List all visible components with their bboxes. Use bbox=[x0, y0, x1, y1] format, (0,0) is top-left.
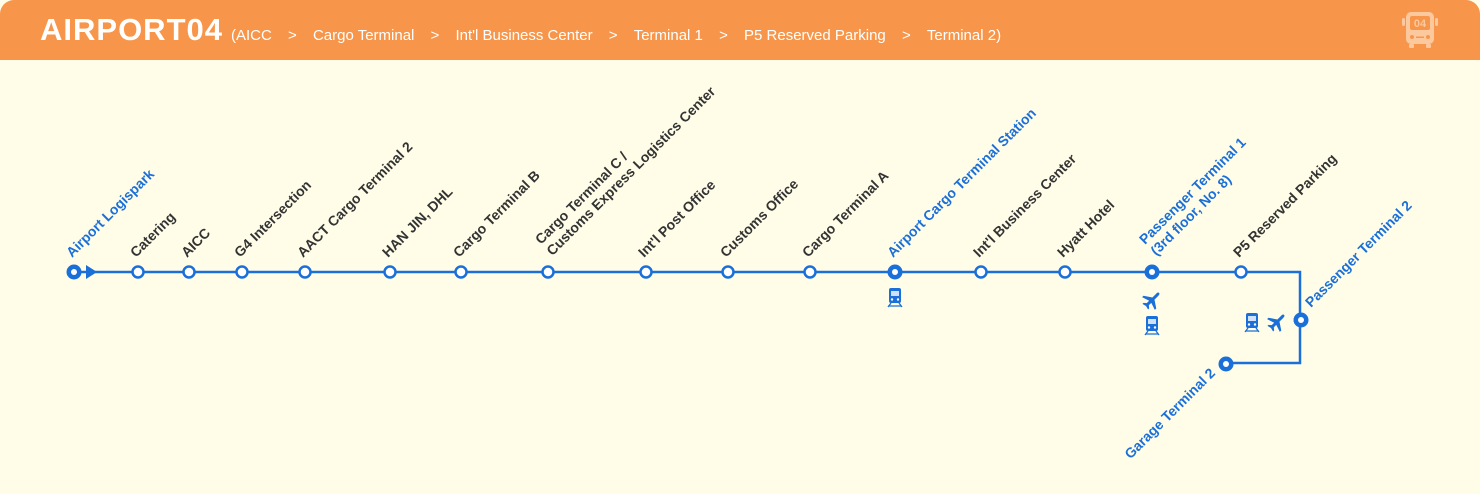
header-row: AIRPORT04 (AICC > Cargo Terminal > Int'l… bbox=[40, 11, 1001, 49]
station-label-line: Cargo Terminal A bbox=[799, 167, 892, 260]
station-label-line: AICC bbox=[178, 225, 214, 261]
station[interactable]: Hyatt Hotel bbox=[1054, 197, 1118, 279]
stop-marker[interactable] bbox=[1234, 265, 1248, 279]
bus-icon: 04 bbox=[1402, 12, 1438, 48]
station-label: P5 Reserved Parking bbox=[1230, 150, 1340, 260]
station-label-line: Customs Office bbox=[717, 175, 802, 260]
train-icon bbox=[1244, 313, 1260, 333]
station-label-line: Customs Express Logistics Center bbox=[543, 83, 719, 259]
station-label-line: Cargo Terminal C / bbox=[532, 148, 631, 247]
station-label: Garage Terminal 2 bbox=[1121, 365, 1218, 462]
stop-marker[interactable] bbox=[298, 265, 312, 279]
station[interactable]: Customs Office bbox=[717, 175, 802, 279]
station[interactable]: Garage Terminal 2 bbox=[1121, 356, 1234, 462]
stop-marker[interactable] bbox=[131, 265, 145, 279]
station-label-line: Catering bbox=[127, 209, 178, 260]
station-label: Catering bbox=[127, 209, 178, 260]
station[interactable]: HAN JIN, DHL bbox=[379, 183, 456, 279]
route-number: AIRPORT04 bbox=[40, 12, 223, 47]
train-icon bbox=[1144, 316, 1160, 336]
station-label: Cargo Terminal C /Customs Express Logist… bbox=[532, 71, 719, 258]
route-header: AIRPORT04 (AICC > Cargo Terminal > Int'l… bbox=[0, 0, 1480, 60]
separator: > bbox=[719, 27, 728, 44]
station[interactable]: Passenger Terminal 2 bbox=[1293, 197, 1415, 328]
route-stop: Terminal 1 bbox=[633, 27, 703, 44]
stop-marker[interactable] bbox=[639, 265, 653, 279]
paren: ( bbox=[230, 27, 236, 44]
station[interactable]: Cargo Terminal C /Customs Express Logist… bbox=[532, 71, 719, 279]
route-summary: (AICC > Cargo Terminal > Int'l Business … bbox=[231, 27, 1001, 44]
route-stop: Int'l Business Center bbox=[455, 27, 593, 44]
station-label: Hyatt Hotel bbox=[1054, 197, 1118, 261]
airplane-icon bbox=[1142, 292, 1160, 310]
stop-marker[interactable] bbox=[454, 265, 468, 279]
station-label-line: Cargo Terminal B bbox=[450, 167, 543, 260]
station-label: Cargo Terminal B bbox=[450, 167, 543, 260]
separator: > bbox=[288, 27, 297, 44]
station-label-line: Passenger Terminal 2 bbox=[1302, 197, 1415, 310]
station-label-line: Garage Terminal 2 bbox=[1121, 365, 1218, 462]
station-label-line: Hyatt Hotel bbox=[1054, 197, 1118, 261]
train-icon bbox=[887, 288, 903, 308]
separator: > bbox=[901, 27, 911, 44]
direction-arrow-icon bbox=[86, 265, 97, 279]
station-label-line: Airport Cargo Terminal Station bbox=[884, 105, 1039, 260]
route-stop: Cargo Terminal bbox=[312, 27, 415, 44]
station-label-line: P5 Reserved Parking bbox=[1230, 150, 1340, 260]
route-stop: P5 Reserved Parking bbox=[744, 27, 886, 44]
station[interactable]: Airport Logispark bbox=[63, 166, 158, 280]
station-label: AICC bbox=[178, 225, 214, 261]
station[interactable]: Cargo Terminal A bbox=[799, 167, 892, 279]
station[interactable]: G4 Intersection bbox=[231, 177, 314, 279]
stop-marker[interactable] bbox=[721, 265, 735, 279]
stop-marker[interactable] bbox=[235, 265, 249, 279]
separator: > bbox=[608, 27, 618, 44]
route-line bbox=[74, 270, 1302, 365]
stop-marker[interactable] bbox=[182, 265, 196, 279]
station-label: Int'l Post Office bbox=[635, 176, 719, 260]
station[interactable]: AACT Cargo Terminal 2 bbox=[294, 138, 416, 279]
stop-marker[interactable] bbox=[541, 265, 555, 279]
station-label-line: HAN JIN, DHL bbox=[379, 183, 456, 260]
station-label-line: Int'l Post Office bbox=[635, 176, 719, 260]
stop-marker[interactable] bbox=[803, 265, 817, 279]
bus-badge-number: 04 bbox=[1414, 18, 1427, 30]
station[interactable]: Cargo Terminal B bbox=[450, 167, 543, 279]
station[interactable]: Catering bbox=[127, 209, 178, 279]
station-label: Passenger Terminal 2 bbox=[1302, 197, 1415, 310]
station-label-line: Passenger Terminal 1 bbox=[1136, 134, 1249, 247]
airplane-icon bbox=[1267, 314, 1285, 332]
paren: ) bbox=[996, 27, 1002, 44]
station-label: HAN JIN, DHL bbox=[379, 183, 456, 260]
route-stop: AICC bbox=[235, 27, 272, 44]
station[interactable]: Airport Cargo Terminal Station bbox=[884, 105, 1039, 280]
station-label: Cargo Terminal A bbox=[799, 167, 892, 260]
station[interactable]: Int'l Post Office bbox=[635, 176, 719, 279]
route-stop: Terminal 2 bbox=[926, 27, 997, 44]
station-label: Customs Office bbox=[717, 175, 802, 260]
station[interactable]: P5 Reserved Parking bbox=[1230, 150, 1340, 279]
station-label: Airport Cargo Terminal Station bbox=[884, 105, 1039, 260]
stop-marker[interactable] bbox=[974, 265, 988, 279]
station[interactable]: AICC bbox=[178, 225, 214, 279]
separator: > bbox=[430, 27, 440, 44]
stop-marker[interactable] bbox=[383, 265, 397, 279]
stop-marker[interactable] bbox=[1058, 265, 1072, 279]
